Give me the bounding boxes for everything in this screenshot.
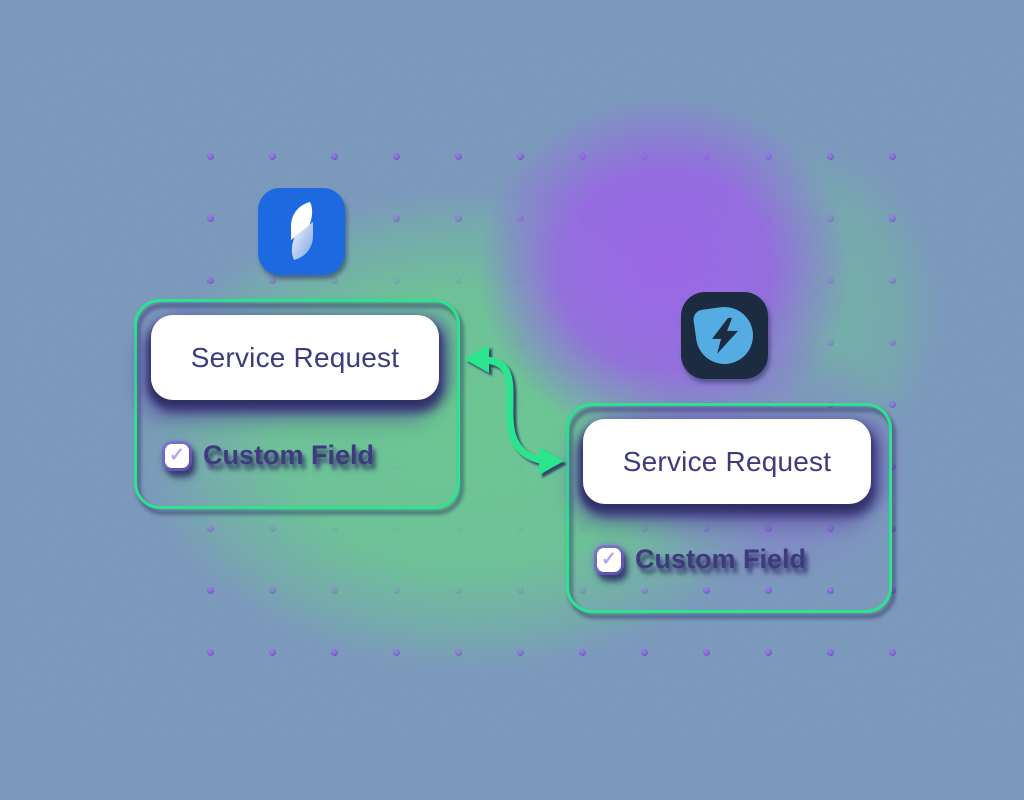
grid-dot (269, 153, 276, 160)
jira-service-management-logo (258, 188, 345, 275)
grid-dot (517, 215, 524, 222)
halp-droplet-shape (692, 303, 757, 368)
grid-dot (517, 153, 524, 160)
halp-logo (681, 292, 768, 379)
grid-dot (827, 215, 834, 222)
grid-dot (517, 277, 524, 284)
grid-dot (517, 587, 524, 594)
grid-dot (331, 153, 338, 160)
arrowhead-right (539, 447, 564, 475)
custom-field-checkbox-left[interactable]: ✓ (165, 443, 189, 468)
grid-dot (207, 649, 214, 656)
grid-dot (455, 277, 462, 284)
grid-dot (765, 153, 772, 160)
grid-dot (827, 649, 834, 656)
grid-dot (889, 401, 896, 408)
grid-dot (579, 339, 586, 346)
custom-field-checkbox-right[interactable]: ✓ (597, 547, 621, 572)
halp-service-request-card: Service Request ✓ Custom Field (566, 403, 892, 613)
checkmark-icon: ✓ (169, 445, 185, 466)
grid-dot (641, 339, 648, 346)
grid-dot (765, 277, 772, 284)
grid-dot (827, 153, 834, 160)
grid-dot (455, 153, 462, 160)
custom-field-label-left: Custom Field (203, 440, 375, 470)
grid-dot (579, 277, 586, 284)
grid-dot (889, 339, 896, 346)
grid-dot (579, 649, 586, 656)
grid-dot (331, 525, 338, 532)
grid-dot (827, 339, 834, 346)
grid-dot (765, 649, 772, 656)
checkmark-icon: ✓ (601, 549, 617, 570)
grid-dot (331, 649, 338, 656)
grid-dot (393, 649, 400, 656)
grid-dot (517, 649, 524, 656)
grid-dot (393, 277, 400, 284)
grid-dot (889, 649, 896, 656)
grid-dot (641, 277, 648, 284)
grid-dot (455, 587, 462, 594)
grid-dot (517, 525, 524, 532)
grid-dot (331, 587, 338, 594)
service-request-title-left: Service Request (190, 341, 400, 373)
grid-dot (889, 215, 896, 222)
grid-dot (641, 153, 648, 160)
grid-dot (269, 277, 276, 284)
grid-dot (579, 153, 586, 160)
grid-dot (207, 277, 214, 284)
service-request-pill-left: Service Request (151, 315, 439, 400)
grid-dot (269, 525, 276, 532)
grid-dot (703, 153, 710, 160)
grid-dot (703, 277, 710, 284)
grid-dot (703, 649, 710, 656)
service-request-title-right: Service Request (622, 445, 832, 477)
grid-dot (393, 215, 400, 222)
grid-dot (765, 215, 772, 222)
custom-field-label-right: Custom Field (635, 544, 807, 574)
jsm-bolt-icon (291, 202, 313, 260)
grid-dot (207, 587, 214, 594)
grid-dot (207, 525, 214, 532)
grid-dot (703, 215, 710, 222)
grid-dot (517, 401, 524, 408)
grid-dot (207, 153, 214, 160)
lightning-bolt-icon (711, 317, 738, 354)
grid-dot (641, 649, 648, 656)
grid-dot (331, 277, 338, 284)
custom-field-row-right: ✓ Custom Field (597, 544, 806, 575)
grid-dot (827, 277, 834, 284)
service-request-pill-right: Service Request (583, 419, 871, 504)
grid-dot (455, 525, 462, 532)
grid-dot (393, 153, 400, 160)
arrowhead-left (464, 345, 489, 373)
grid-dot (517, 339, 524, 346)
grid-dot (207, 215, 214, 222)
grid-dot (269, 649, 276, 656)
custom-field-row-left: ✓ Custom Field (165, 440, 374, 471)
grid-dot (579, 215, 586, 222)
grid-dot (455, 215, 462, 222)
grid-dot (889, 277, 896, 284)
grid-dot (641, 215, 648, 222)
grid-dot (455, 649, 462, 656)
grid-dot (393, 587, 400, 594)
grid-dot (393, 525, 400, 532)
grid-dot (889, 153, 896, 160)
grid-dot (269, 587, 276, 594)
jsm-service-request-card: Service Request ✓ Custom Field (134, 299, 460, 509)
grid-dot (517, 463, 524, 470)
